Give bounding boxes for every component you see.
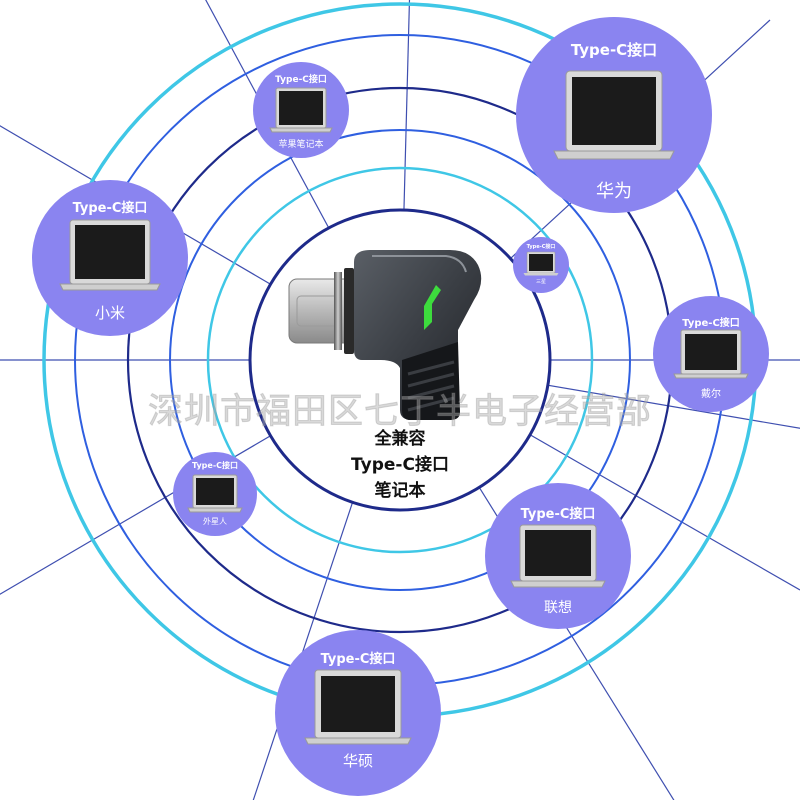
laptop-icon — [304, 669, 412, 745]
laptop-icon — [510, 524, 606, 588]
port-label: Type-C接口 — [320, 652, 396, 667]
center-title-line1: 全兼容 — [374, 429, 426, 449]
led-indicator — [424, 285, 441, 330]
brand-bubble-apple: Type-C接口 苹果笔记本 — [253, 62, 349, 158]
brand-bubble-huawei: Type-C接口 华为 — [516, 17, 712, 213]
brand-bubble-dell: Type-C接口 戴尔 — [653, 296, 769, 412]
center-title-line3: 笔记本 — [374, 481, 426, 501]
laptop-icon — [269, 87, 333, 133]
port-label: Type-C接口 — [191, 461, 239, 470]
brand-name: 戴尔 — [701, 389, 721, 400]
port-label: Type-C接口 — [682, 318, 740, 329]
brand-name: 小米 — [94, 304, 125, 322]
center-title-line2: Type-C接口 — [351, 455, 449, 475]
brand-bubble-alienware: Type-C接口 外星人 — [173, 452, 257, 536]
port-label: Type-C接口 — [72, 201, 148, 216]
laptop-icon — [187, 474, 243, 513]
port-label: Type-C接口 — [275, 75, 327, 85]
laptop-icon — [59, 219, 161, 291]
ring-2 — [206, 166, 594, 554]
brand-bubble-xiaomi: Type-C接口 小米 — [32, 180, 188, 336]
laptop-icon — [523, 251, 559, 276]
brand-bubble-asus: Type-C接口 华硕 — [275, 630, 441, 796]
watermark: 深圳市福田区七丁半电子经营部 — [147, 392, 652, 433]
brand-bubble-lenovo: Type-C接口 联想 — [485, 483, 631, 629]
brand-name: 苹果笔记本 — [278, 140, 324, 150]
port-label: Type-C接口 — [520, 507, 596, 522]
brand-name: 华硕 — [342, 752, 373, 770]
brand-bubble-samsung: Type-C接口 三星 — [513, 237, 569, 293]
port-label: Type-C接口 — [526, 244, 556, 250]
brand-name: 外星人 — [203, 517, 227, 526]
brand-name: 三星 — [535, 279, 546, 285]
port-label: Type-C接口 — [570, 41, 658, 59]
ring-3 — [169, 129, 631, 591]
laptop-icon — [673, 329, 749, 379]
brand-name: 联想 — [544, 600, 572, 616]
laptop-icon — [553, 70, 675, 160]
type-c-adapter-icon — [288, 250, 482, 420]
brand-name: 华为 — [596, 181, 632, 202]
